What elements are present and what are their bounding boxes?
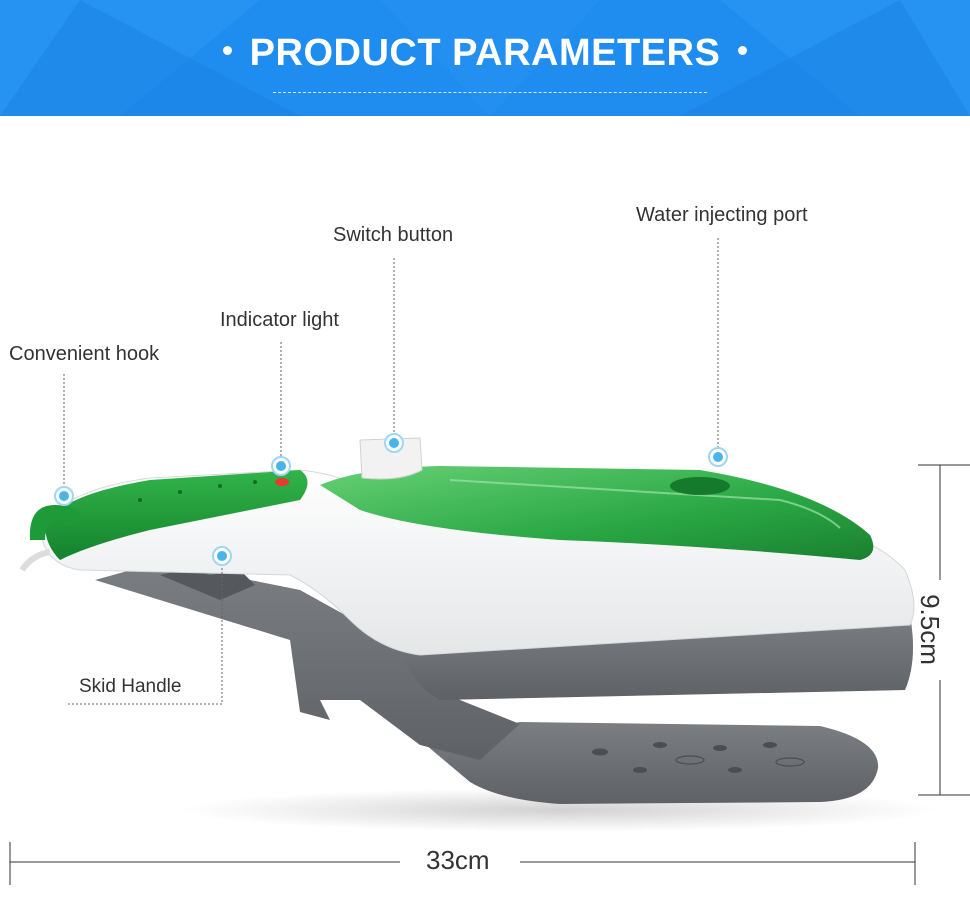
switch-button <box>359 437 423 480</box>
folding-arm <box>95 562 520 760</box>
handle-grip <box>45 470 308 560</box>
label-skid-handle: Skid Handle <box>79 676 182 697</box>
hook <box>19 505 80 572</box>
page-title: PRODUCT PARAMETERS <box>0 32 970 75</box>
header-banner: PRODUCT PARAMETERS <box>0 0 970 116</box>
water-tank <box>320 466 874 560</box>
height-dimension-line <box>918 464 970 796</box>
page-title-text: PRODUCT PARAMETERS <box>249 32 721 74</box>
label-water-injecting-port: Water injecting port <box>636 204 808 226</box>
dimension-height: 9.5cm <box>914 594 945 665</box>
bullet-icon <box>222 46 232 56</box>
indicator-light <box>275 478 289 486</box>
width-dimension-line <box>9 842 916 885</box>
banner-pattern <box>0 0 970 116</box>
dimension-length: 33cm <box>426 845 490 875</box>
bullet-icon <box>738 46 748 56</box>
steam-plate <box>420 722 879 804</box>
leader-lines <box>63 238 719 705</box>
callout-markers <box>54 433 728 566</box>
label-switch-button: Switch button <box>333 224 454 246</box>
label-indicator-light: Indicator light <box>220 309 339 331</box>
title-underline <box>273 92 707 93</box>
label-convenient-hook: Convenient hook <box>9 343 160 365</box>
